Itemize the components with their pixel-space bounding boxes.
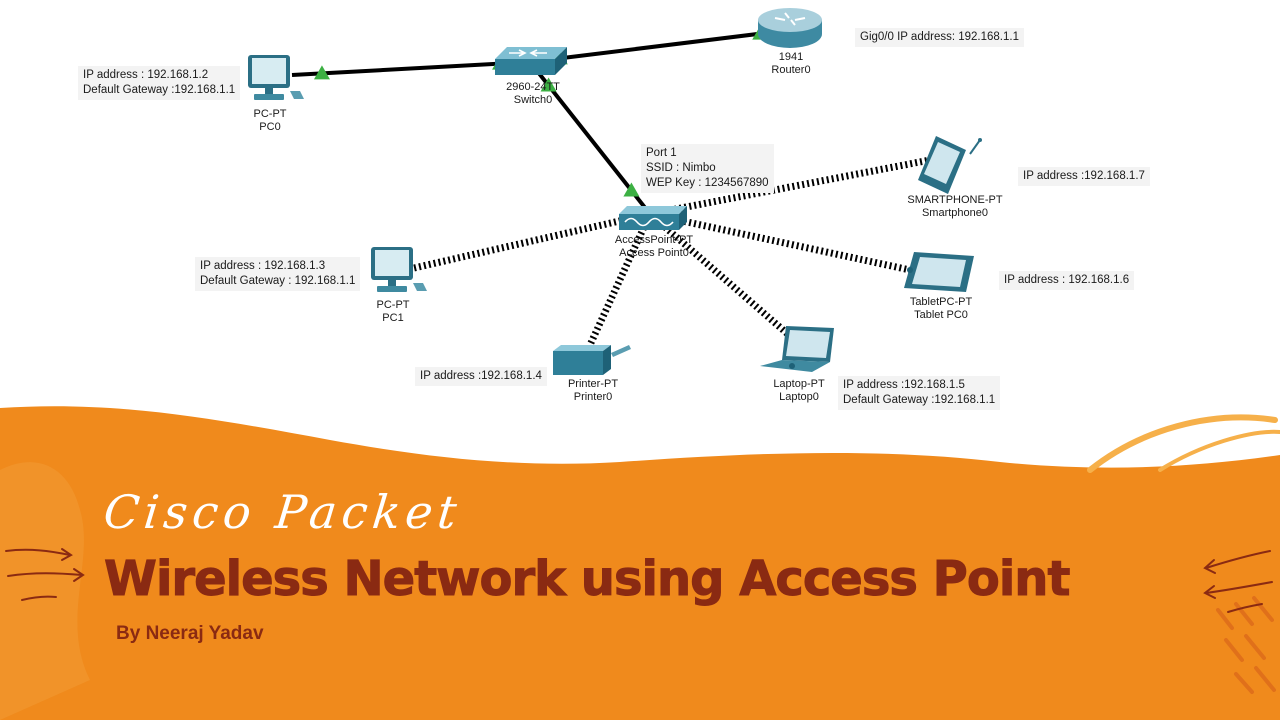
wireless-link-ap0-tablet0[interactable] bbox=[649, 210, 911, 274]
access-point-icon[interactable] bbox=[619, 206, 687, 230]
note-laptop0[interactable]: IP address :192.168.1.5 Default Gateway … bbox=[838, 376, 1001, 410]
pc-icon[interactable] bbox=[248, 55, 304, 100]
device-label-switch0: 2960-24TT Switch0 bbox=[500, 81, 566, 107]
device-label-pc0: PC-PT PC0 bbox=[243, 108, 297, 134]
note-router0[interactable]: Gig0/0 IP address: 192.168.1.1 bbox=[855, 28, 1024, 47]
decor-arrows-right bbox=[1203, 550, 1273, 613]
note-line: Default Gateway : 192.168.1.1 bbox=[200, 275, 356, 287]
device-label-router0: 1941 Router0 bbox=[763, 51, 819, 77]
smartphone-icon[interactable] bbox=[918, 136, 982, 194]
note-pc1[interactable]: IP address : 192.168.1.3 Default Gateway… bbox=[195, 257, 361, 291]
device-model: 1941 bbox=[778, 51, 804, 63]
device-name: PC0 bbox=[259, 121, 281, 133]
wired-link-pc0-switch0[interactable] bbox=[291, 60, 531, 77]
banner-script-text: Cisco Packet bbox=[101, 485, 465, 539]
decor-curve bbox=[1087, 414, 1278, 473]
note-line: WEP Key : 1234567890 bbox=[646, 177, 769, 189]
wireless-link-ap0-pc1[interactable] bbox=[413, 210, 651, 272]
device-label-laptop0: Laptop-PT Laptop0 bbox=[768, 378, 830, 404]
device-model: Printer-PT bbox=[567, 378, 619, 390]
device-model: PC-PT bbox=[253, 108, 287, 120]
device-model: SMARTPHONE-PT bbox=[907, 194, 1003, 206]
note-line: IP address : 192.168.1.2 bbox=[83, 69, 209, 81]
note-pc0[interactable]: IP address : 192.168.1.2 Default Gateway… bbox=[78, 66, 241, 100]
pc-icon[interactable] bbox=[371, 247, 427, 292]
switch-icon[interactable] bbox=[495, 47, 567, 75]
note-line: Gig0/0 IP address: 192.168.1.1 bbox=[860, 31, 1019, 43]
device-model: AccessPoint-PT bbox=[614, 234, 694, 246]
device-model: 2960-24TT bbox=[506, 81, 560, 93]
note-line: Default Gateway :192.168.1.1 bbox=[83, 84, 236, 96]
device-label-pc1: PC-PT PC1 bbox=[366, 299, 420, 325]
note-line: Port 1 bbox=[646, 147, 677, 159]
decor-arrows-left bbox=[5, 548, 85, 601]
port-status-up-icon bbox=[313, 65, 330, 80]
banner-title: Wireless Network using Access Point bbox=[103, 551, 1070, 608]
device-name: Router0 bbox=[771, 64, 811, 76]
banner-author: By Neeraj Yadav bbox=[116, 623, 264, 644]
device-label-tablet0: TabletPC-PT Tablet PC0 bbox=[904, 296, 978, 322]
device-name: Access Point0 bbox=[619, 247, 689, 259]
links-layer bbox=[291, 28, 931, 347]
note-line: IP address : 192.168.1.3 bbox=[200, 260, 326, 272]
device-model: PC-PT bbox=[376, 299, 410, 311]
note-smartphone0[interactable]: IP address :192.168.1.7 bbox=[1018, 167, 1150, 186]
wireless-link-ap0-laptop0[interactable] bbox=[647, 211, 793, 339]
device-name: Tablet PC0 bbox=[914, 309, 968, 321]
note-line: IP address :192.168.1.5 bbox=[843, 379, 965, 391]
banner-background bbox=[0, 406, 1280, 720]
device-model: TabletPC-PT bbox=[909, 296, 973, 308]
note-printer0[interactable]: IP address :192.168.1.4 bbox=[415, 367, 547, 386]
port-status-up-icon bbox=[623, 182, 640, 197]
device-label-smartphone0: SMARTPHONE-PT Smartphone0 bbox=[902, 194, 1008, 220]
wireless-link-ap0-printer0[interactable] bbox=[586, 212, 654, 347]
device-name: Smartphone0 bbox=[921, 207, 989, 219]
router-icon[interactable] bbox=[758, 8, 822, 48]
wired-link-switch0-router0[interactable] bbox=[529, 28, 791, 64]
device-label-printer0: Printer-PT Printer0 bbox=[562, 378, 624, 404]
laptop-icon[interactable] bbox=[760, 326, 834, 372]
decor-blob bbox=[0, 462, 90, 720]
note-ap0[interactable]: Port 1 SSID : Nimbo WEP Key : 1234567890 bbox=[641, 144, 774, 193]
device-name: Switch0 bbox=[513, 94, 553, 106]
note-line: Default Gateway :192.168.1.1 bbox=[843, 394, 996, 406]
note-line: SSID : Nimbo bbox=[646, 162, 716, 174]
port-status-up-icon bbox=[540, 77, 557, 92]
device-name: Printer0 bbox=[573, 391, 613, 403]
tablet-icon[interactable] bbox=[904, 252, 974, 292]
note-line: IP address : 192.168.1.6 bbox=[1004, 274, 1130, 286]
decor-dashes bbox=[1216, 596, 1276, 694]
device-model: Laptop-PT bbox=[773, 378, 825, 390]
device-name: Laptop0 bbox=[779, 391, 819, 403]
device-label-ap0: AccessPoint-PT Access Point0 bbox=[610, 234, 698, 260]
note-line: IP address :192.168.1.7 bbox=[1023, 170, 1145, 182]
device-name: PC1 bbox=[382, 312, 404, 324]
printer-icon[interactable] bbox=[553, 345, 631, 375]
decor-curve bbox=[1158, 429, 1280, 472]
note-tablet0[interactable]: IP address : 192.168.1.6 bbox=[999, 271, 1135, 290]
note-line: IP address :192.168.1.4 bbox=[420, 370, 542, 382]
